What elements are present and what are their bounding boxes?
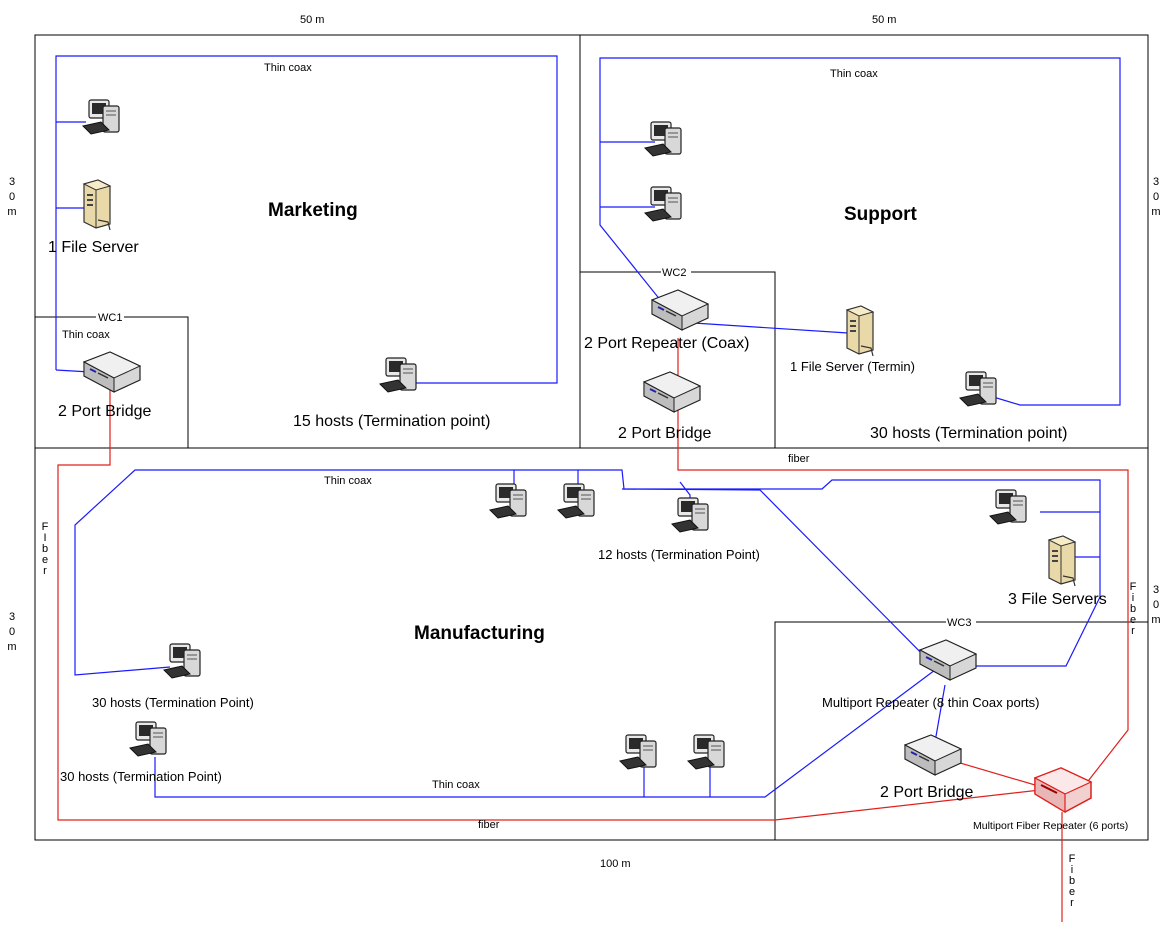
label-wc3-multiport-repeater: Multiport Repeater (8 thin Coax ports) (822, 695, 1039, 710)
label-mfg-hosts-30b: 30 hosts (Termination Point) (60, 769, 222, 784)
label-sup-hosts: 30 hosts (Termination point) (870, 425, 1067, 442)
bridge-icon (83, 351, 141, 393)
room-marketing: Marketing (268, 200, 358, 221)
label-mkt-bridge: 2 Port Bridge (58, 403, 151, 420)
label-wc3-fiber-repeater: Multiport Fiber Repeater (6 ports) (973, 820, 1128, 832)
label-sup-file-server: 1 File Server (Termin) (790, 359, 915, 374)
wc1-closet-wall (35, 316, 189, 448)
label-mfg-file-servers: 3 File Servers (1008, 591, 1107, 608)
label-fiber-top: fiber (788, 453, 810, 465)
computer-icon (163, 643, 201, 679)
closet-wc1: WC1 (98, 312, 122, 324)
computer-icon (959, 371, 997, 407)
closet-wc3: WC3 (947, 617, 971, 629)
label-mkt-hosts: 15 hosts (Termination point) (293, 413, 490, 430)
label-mfg-hosts-30a: 30 hosts (Termination Point) (92, 695, 254, 710)
computer-icon (644, 186, 682, 222)
fiber-repeater-icon (1034, 767, 1092, 813)
computer-icon (989, 489, 1027, 525)
dimension-top-right: 50 m (872, 14, 896, 26)
computer-icon (489, 483, 527, 519)
label-thin-coax-mfg-top: Thin coax (324, 475, 372, 487)
repeater-icon (651, 289, 709, 331)
label-thin-coax-mfg-bottom: Thin coax (432, 779, 480, 791)
computer-icon (619, 734, 657, 770)
building-outline (34, 34, 1149, 841)
room-manufacturing: Manufacturing (414, 623, 545, 644)
file-server-icon (83, 179, 111, 231)
label-thin-coax-wc1: Thin coax (62, 329, 110, 341)
computer-icon (557, 483, 595, 519)
computer-icon (82, 99, 120, 135)
bridge-icon (904, 734, 962, 776)
closet-wc2: WC2 (662, 267, 686, 279)
building-walls (34, 34, 1149, 841)
label-fiber-bottom: fiber (478, 819, 500, 831)
wc3-closet-wall (774, 621, 1148, 840)
dimension-bottom: 100 m (600, 858, 631, 870)
fiber-cabling (57, 338, 1129, 922)
label-mkt-file-server: 1 File Server (48, 239, 139, 256)
computer-icon (671, 497, 709, 533)
multiport-repeater-icon (919, 639, 977, 681)
computer-icon (687, 734, 725, 770)
file-server-icon (846, 305, 874, 357)
room-support: Support (844, 204, 917, 225)
label-thin-coax-support: Thin coax (830, 68, 878, 80)
wc2-closet-wall (580, 271, 776, 448)
computer-icon (644, 121, 682, 157)
label-wc3-bridge: 2 Port Bridge (880, 784, 973, 801)
bridge-icon (643, 371, 701, 413)
computer-icon (129, 721, 167, 757)
dimension-top-left: 50 m (300, 14, 324, 26)
label-mfg-hosts-12: 12 hosts (Termination Point) (598, 547, 760, 562)
coax-cabling (55, 55, 1121, 798)
label-wc2-bridge: 2 Port Bridge (618, 425, 711, 442)
computer-icon (379, 357, 417, 393)
label-wc2-repeater: 2 Port Repeater (Coax) (584, 335, 749, 352)
label-thin-coax-marketing: Thin coax (264, 62, 312, 74)
file-server-icon (1048, 535, 1076, 587)
